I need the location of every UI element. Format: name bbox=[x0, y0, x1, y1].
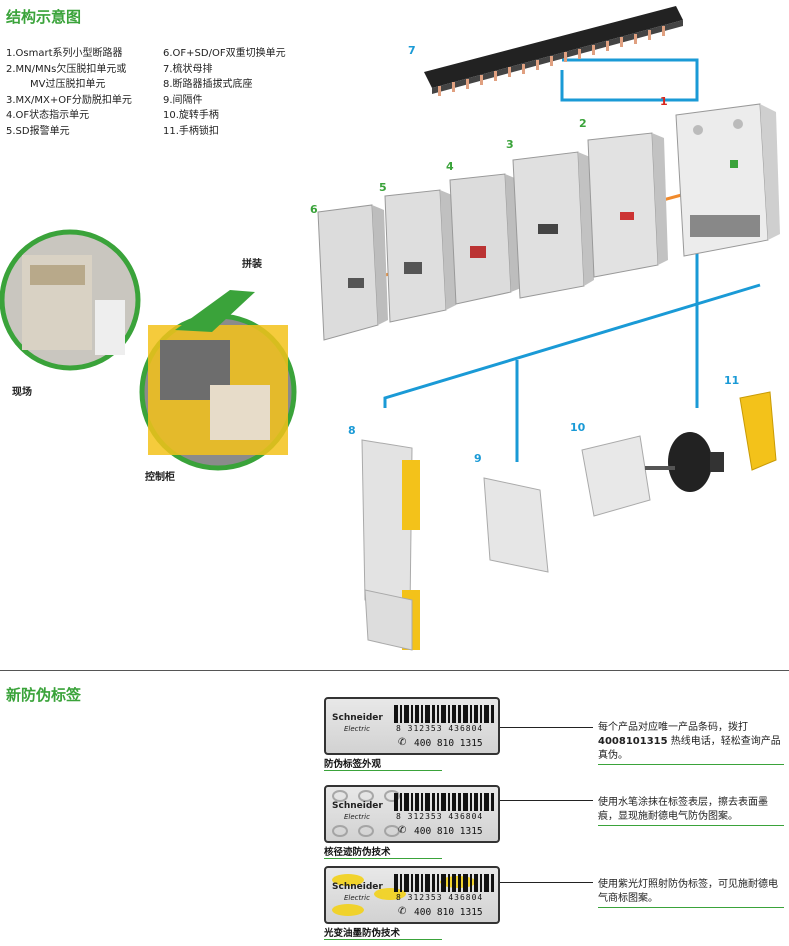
label-card-optical-ink: Schneider Electric 8 312353 436804 ✆ 400… bbox=[324, 866, 500, 924]
legend-item: 7.梳状母排 bbox=[163, 63, 213, 75]
phone-number: 400 810 1315 bbox=[414, 738, 483, 749]
phone-number: 400 810 1315 bbox=[414, 907, 483, 918]
legend-item: MV过压脱扣单元 bbox=[30, 79, 106, 91]
module-6-image bbox=[317, 204, 388, 341]
phone-number: 400 810 1315 bbox=[414, 826, 483, 837]
legend-item: 8.断路器插拔式底座 bbox=[163, 79, 253, 91]
label-caption: 防伪标签外观 bbox=[324, 756, 442, 771]
brand-sub: Electric bbox=[344, 813, 370, 821]
connector-lines bbox=[383, 58, 761, 462]
callout-number-9: 9 bbox=[474, 452, 482, 465]
site-photo bbox=[0, 229, 141, 371]
callout-number-3: 3 bbox=[506, 138, 514, 151]
comb-busbar-image bbox=[424, 6, 683, 96]
barcode-digits: 8 312353 436804 bbox=[396, 724, 484, 733]
legend-column-1: 1.Osmart系列小型断路器 2.MN/MNs欠压脱扣单元或 MV过压脱扣单元… bbox=[6, 46, 132, 140]
label-caption: 核径迹防伪技术 bbox=[324, 844, 442, 859]
barcode-digits: 8 312353 436804 bbox=[396, 893, 484, 902]
caption-assembly: 拼装 bbox=[242, 259, 262, 270]
description-underline bbox=[598, 764, 784, 765]
legend-item: 9.间隔件 bbox=[163, 94, 203, 106]
phone-icon: ✆ bbox=[398, 825, 407, 836]
label-leader-line bbox=[500, 727, 593, 728]
description-underline bbox=[598, 907, 784, 908]
label-description: 每个产品对应唯一产品条码，拨打 4008101315 热线电话，轻松查询产品真伪… bbox=[598, 722, 781, 761]
rotary-handle-10-image bbox=[581, 432, 724, 517]
callout-number-8: 8 bbox=[348, 424, 356, 437]
label-caption: 光变油墨防伪技术 bbox=[324, 925, 442, 940]
callout-number-2: 2 bbox=[579, 117, 587, 130]
brand-name: Schneider bbox=[332, 713, 383, 723]
label-leader-line bbox=[500, 882, 593, 883]
caption-site: 现场 bbox=[12, 387, 32, 398]
label-leader-line bbox=[500, 800, 593, 801]
callout-number-10: 10 bbox=[570, 421, 586, 434]
module-3-image bbox=[512, 151, 594, 299]
label-card-nuclear-track: Schneider Electric 8 312353 436804 ✆ 400… bbox=[324, 785, 500, 843]
barcode-digits: 8 312353 436804 bbox=[396, 812, 484, 821]
module-2-image bbox=[587, 132, 668, 278]
barcode-icon bbox=[394, 874, 494, 892]
legend-item: 2.MN/MNs欠压脱扣单元或 bbox=[6, 63, 127, 75]
barcode-icon bbox=[394, 793, 494, 811]
label-description: 使用紫光灯照射防伪标签，可见施耐德电气商标图案。 bbox=[598, 879, 778, 904]
callout-number-7: 7 bbox=[408, 44, 416, 57]
legend-item: 10.旋转手柄 bbox=[163, 110, 219, 122]
label-card-appearance: Schneider Electric 8 312353 436804 ✆ 400… bbox=[324, 697, 500, 755]
description-underline bbox=[598, 825, 784, 826]
callout-number-5: 5 bbox=[379, 181, 387, 194]
brand-sub: Electric bbox=[344, 894, 370, 902]
section-divider bbox=[0, 670, 789, 671]
handle-lock-11-image bbox=[739, 391, 777, 471]
callout-number-1: 1 bbox=[660, 95, 668, 108]
section-title-anti-counterfeit: 新防伪标签 bbox=[6, 686, 82, 704]
exploded-diagram bbox=[0, 6, 780, 651]
label-description: 使用水笔涂抹在标签表层，擦去表面墨痕，显现施耐德电气防伪图案。 bbox=[598, 797, 768, 822]
caption-cabinet: 控制柜 bbox=[145, 472, 175, 483]
legend-column-2: 6.OF+SD/OF双重切换单元 7.梳状母排 8.断路器插拔式底座 9.间隔件… bbox=[163, 46, 286, 140]
callout-number-11: 11 bbox=[724, 374, 740, 387]
chain-pattern-icon bbox=[332, 790, 400, 837]
barcode-icon bbox=[394, 705, 494, 723]
legend-item: 6.OF+SD/OF双重切换单元 bbox=[163, 48, 286, 59]
module-5-image bbox=[384, 189, 456, 323]
legend-item: 3.MX/MX+OF分励脱扣单元 bbox=[6, 94, 132, 106]
brand-name: Schneider bbox=[332, 882, 383, 892]
cabinet-photo bbox=[139, 290, 297, 471]
legend-item: 1.Osmart系列小型断路器 bbox=[6, 48, 123, 59]
phone-icon: ✆ bbox=[398, 737, 407, 748]
legend-item: 4.OF状态指示单元 bbox=[6, 110, 90, 122]
brand-sub: Electric bbox=[344, 725, 370, 733]
spacer-9-image bbox=[483, 477, 549, 573]
legend-item: 5.SD报警单元 bbox=[6, 125, 70, 137]
module-4-image bbox=[449, 173, 521, 305]
brand-name: Schneider bbox=[332, 801, 383, 811]
plug-in-base-8-image bbox=[361, 439, 420, 651]
callout-number-6: 6 bbox=[310, 203, 318, 216]
phone-icon: ✆ bbox=[398, 906, 407, 917]
callout-number-4: 4 bbox=[446, 160, 454, 173]
breaker-1-image bbox=[675, 103, 780, 257]
legend-item: 11.手柄锁扣 bbox=[163, 125, 219, 137]
section-title-structure: 结构示意图 bbox=[6, 8, 82, 26]
